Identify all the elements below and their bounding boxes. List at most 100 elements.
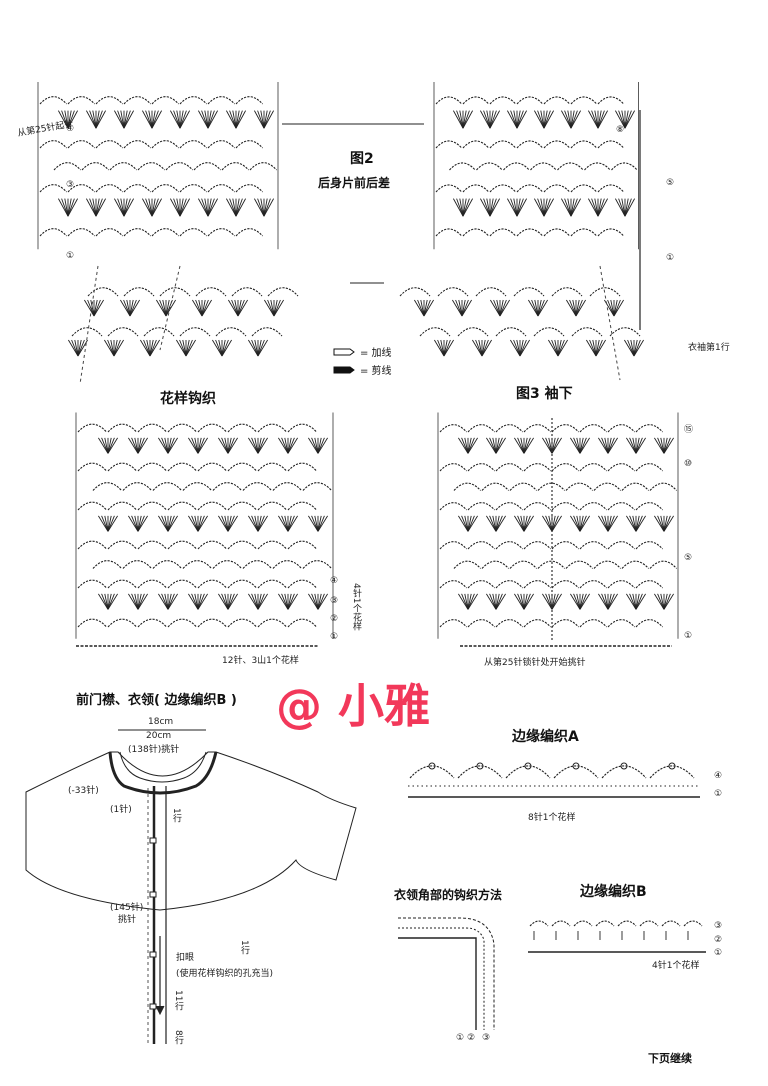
treble-stitch <box>257 515 265 532</box>
treble-stitch <box>234 299 239 317</box>
treble-stitch <box>263 198 274 217</box>
chain-arc <box>607 502 636 511</box>
treble-stitch <box>92 110 97 129</box>
chain-arc <box>272 482 302 491</box>
treble-stitch <box>167 593 178 610</box>
treble-stitch <box>573 437 581 454</box>
treble-stitch <box>607 437 612 454</box>
treble-stitch <box>458 299 463 317</box>
treble-stitch <box>278 437 289 454</box>
treble-stitch <box>513 110 518 129</box>
treble-stitch <box>257 437 262 454</box>
treble-stitch <box>263 198 268 217</box>
treble-stitch <box>95 110 106 129</box>
treble-stitch <box>635 515 646 532</box>
treble-stitch <box>635 437 643 454</box>
treble-stitch <box>221 339 232 357</box>
chain-arc <box>137 423 167 433</box>
buttonhole <box>149 951 157 958</box>
treble-stitch <box>67 198 72 217</box>
treble-stitch <box>98 593 109 610</box>
chain-arc <box>462 96 490 105</box>
treble-stitch <box>227 437 232 454</box>
treble-stitch <box>117 198 125 217</box>
corner-row-1: ① <box>456 1033 464 1043</box>
chain-arc <box>635 463 664 472</box>
treble-stitch <box>317 437 325 454</box>
chain-arc <box>557 162 584 171</box>
treble-stitch <box>618 110 626 129</box>
treble-stitch <box>167 593 172 610</box>
figure-2: 图2 后身片前后差 从第25针起针 衣袖第1行 ④ ③ ① ⑧ ⑤ ① = 加线… <box>16 82 730 385</box>
treble-stitch <box>576 593 581 610</box>
treble-stitch <box>597 110 608 129</box>
treble-stitch <box>188 515 199 532</box>
treble-stitch <box>537 198 545 217</box>
chain-arc <box>235 140 264 149</box>
chain-arc <box>516 140 544 149</box>
treble-stitch <box>114 110 125 129</box>
treble-stitch <box>284 437 289 454</box>
chain-arc <box>107 618 137 628</box>
chain-arc <box>53 162 82 171</box>
treble-stitch <box>570 198 578 217</box>
treble-stitch <box>591 110 599 129</box>
treble-stitch <box>126 299 131 317</box>
treble-stitch <box>107 339 115 357</box>
treble-stitch <box>257 198 265 217</box>
chain-arc <box>143 327 175 337</box>
treble-stitch <box>615 110 626 129</box>
treble-stitch <box>613 299 624 317</box>
treble-stitch <box>273 299 284 317</box>
treble-stitch <box>597 198 608 217</box>
treble-stitch <box>462 110 470 129</box>
chain-arc <box>39 228 68 237</box>
treble-stitch <box>543 110 548 129</box>
edge-a-row-1: ① <box>714 789 722 799</box>
treble-stitch <box>660 515 665 532</box>
treble-stitch <box>534 110 545 129</box>
treble-stitch <box>480 198 491 217</box>
treble-stitch <box>212 339 223 357</box>
treble-stitch <box>176 110 181 129</box>
chain-arc <box>257 618 287 628</box>
treble-stitch <box>598 593 609 610</box>
treble-stitch <box>226 198 237 217</box>
chain-arc <box>39 140 68 149</box>
treble-stitch <box>128 437 139 454</box>
fig3-chart <box>437 412 679 647</box>
treble-stitch <box>462 110 473 129</box>
treble-stitch <box>492 593 497 610</box>
treble-stitch <box>543 198 554 217</box>
chain-arc <box>597 140 625 149</box>
treble-stitch <box>570 593 581 610</box>
treble-stitch <box>64 198 69 217</box>
treble-stitch <box>167 437 178 454</box>
treble-stitch <box>452 299 463 317</box>
treble-stitch <box>490 299 501 317</box>
treble-stitch <box>107 515 115 532</box>
treble-stitch <box>663 593 674 610</box>
treble-stitch <box>77 339 88 357</box>
treble-stitch <box>507 198 518 217</box>
chain-arc <box>435 228 463 237</box>
treble-stitch <box>107 437 115 454</box>
treble-stitch <box>514 593 525 610</box>
chain-arc <box>579 502 608 511</box>
treble-stitch <box>633 339 641 357</box>
treble-stitch <box>260 110 265 129</box>
chain-arc <box>302 482 332 491</box>
chain-arc <box>439 541 468 550</box>
chain-arc <box>530 162 557 171</box>
chain-arc <box>467 463 496 472</box>
chain-arc <box>207 140 236 149</box>
treble-stitch <box>179 110 184 129</box>
treble-stitch <box>598 437 609 454</box>
treble-stitch <box>58 198 69 217</box>
treble-stitch <box>579 593 584 610</box>
chain-arc <box>609 327 641 337</box>
chain-arc <box>287 501 317 511</box>
treble-stitch <box>575 299 583 317</box>
treble-stitch <box>467 515 478 532</box>
treble-stitch <box>257 437 268 454</box>
